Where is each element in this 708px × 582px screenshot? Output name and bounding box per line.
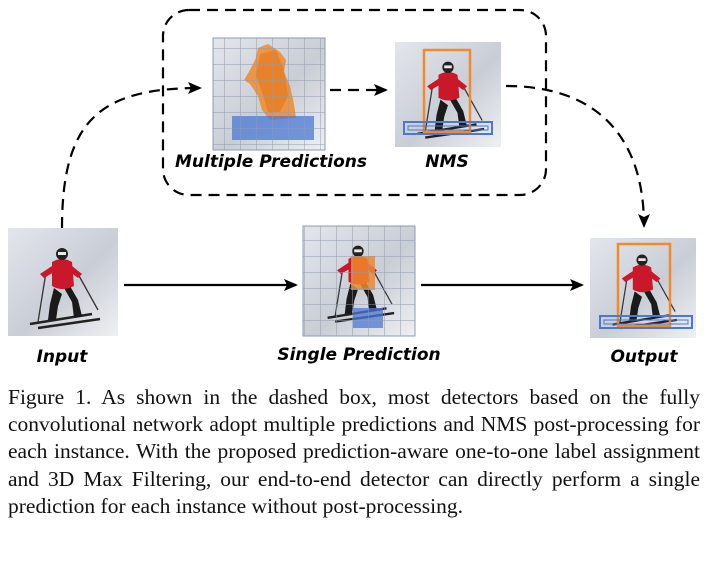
arrow-input-to-multiple [60,82,202,229]
label-single-prediction: Single Prediction [277,345,440,365]
arrow-nms-to-output [505,84,650,228]
label-output: Output [610,347,678,367]
dashed-box [161,8,548,197]
figure-caption: Figure 1. As shown in the dashed box, mo… [8,385,700,518]
pipeline-diagram: Multiple Predictions NMS Input Single Pr… [8,8,696,367]
label-nms: NMS [425,152,468,172]
input-image [8,228,118,336]
single-prediction-image [302,225,416,337]
output-image [590,238,696,338]
multiple-predictions-image [212,37,326,151]
nms-image [395,42,501,147]
label-multiple-predictions: Multiple Predictions [175,152,367,172]
label-input: Input [37,347,89,367]
